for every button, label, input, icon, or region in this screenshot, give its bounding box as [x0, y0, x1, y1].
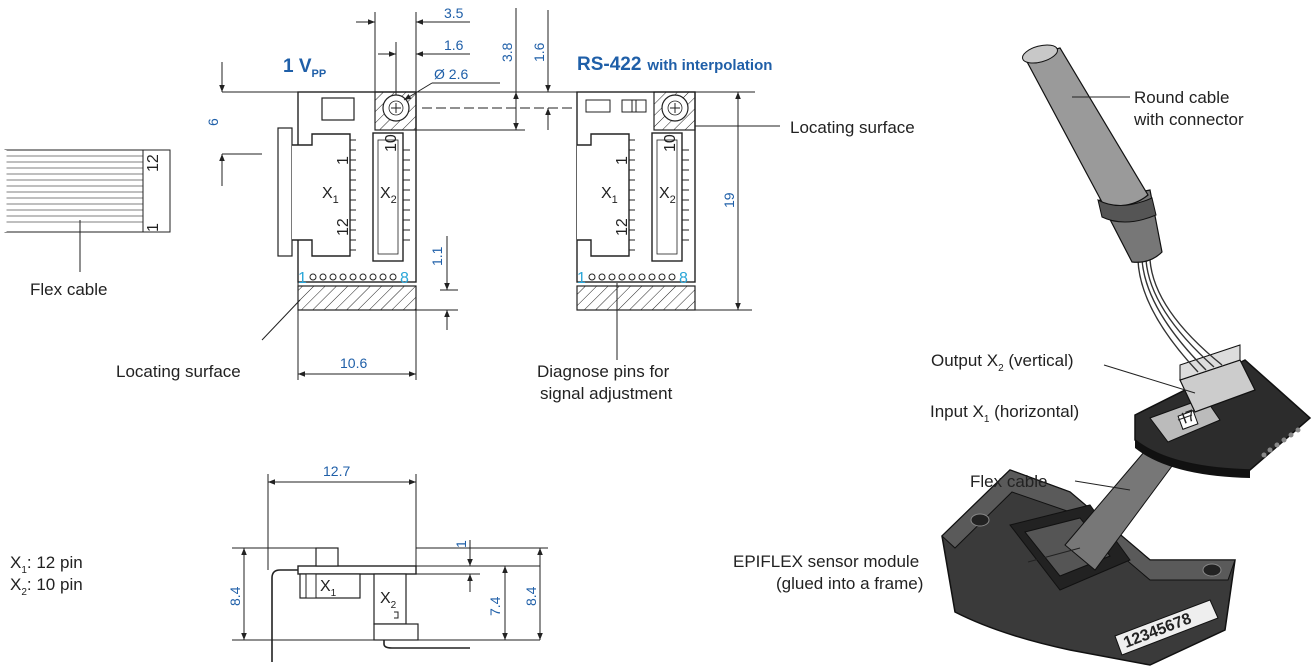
- b2-x2-pin10: 10: [662, 134, 679, 152]
- b1-x1-pin12: 12: [335, 218, 352, 236]
- label-locating-surface-bottom: Locating surface: [116, 362, 241, 381]
- b2-x1-pin12: 12: [614, 218, 631, 236]
- dim-3-5: 3.5: [444, 5, 464, 21]
- b1-x1-pin1: 1: [335, 156, 352, 165]
- label-flex-cable-left: Flex cable: [30, 280, 107, 299]
- side-x2-label: X2: [380, 590, 397, 611]
- dim-diameter: Ø 2.6: [434, 66, 468, 82]
- label-round-cable-2: with connector: [1133, 110, 1244, 129]
- b1-pin-8: 8: [400, 270, 409, 287]
- flex-pin-1: 1: [145, 223, 162, 232]
- dimension-lines-side: [232, 474, 548, 641]
- dim-8-4-left: 8.4: [227, 586, 243, 606]
- title-1vpp: 1 VPP: [283, 56, 326, 80]
- module-illustration: [941, 44, 1312, 666]
- label-diagnose-pins-1: Diagnose pins for: [537, 362, 670, 381]
- dim-1-1: 1.1: [429, 246, 445, 266]
- illustration-leaders: [1027, 96, 1196, 563]
- flex-cable-drawing: [3, 149, 171, 233]
- dimension-lines-top: [219, 8, 780, 380]
- b1-pin-1: 1: [298, 270, 307, 287]
- b2-x1-label: X1: [601, 185, 618, 206]
- side-view-drawing: [271, 547, 470, 662]
- b1-x2-pin10: 10: [383, 134, 400, 152]
- dim-3-8: 3.8: [499, 42, 515, 62]
- dim-1-6-right: 1.6: [531, 42, 547, 62]
- label-locating-surface-right: Locating surface: [790, 118, 915, 137]
- side-x1-label: X1: [320, 578, 337, 599]
- label-epiflex-1: EPIFLEX sensor module: [733, 552, 919, 571]
- label-epiflex-2: (glued into a frame): [776, 574, 923, 593]
- b2-x1-pin1: 1: [614, 156, 631, 165]
- dim-19: 19: [721, 192, 737, 208]
- dim-10-6: 10.6: [340, 355, 367, 371]
- dim-1: 1: [453, 540, 469, 548]
- label-input-x1: Input X1 (horizontal): [930, 402, 1079, 425]
- label-output-x2: Output X2 (vertical): [931, 351, 1074, 374]
- legend-x1: X1: 12 pin: [10, 553, 83, 576]
- flex-pin-12: 12: [145, 154, 162, 172]
- b2-pin-1: 1: [577, 270, 586, 287]
- dim-8-4-right: 8.4: [523, 586, 539, 606]
- b1-x1-label: X1: [322, 185, 339, 206]
- dim-7-4: 7.4: [487, 596, 503, 616]
- b2-pin-8: 8: [679, 270, 688, 287]
- label-flex-cable-right: Flex cable: [970, 472, 1047, 491]
- label-round-cable-1: Round cable: [1134, 88, 1229, 107]
- label-diagnose-pins-2: signal adjustment: [540, 384, 673, 403]
- dim-12-7: 12.7: [323, 463, 350, 479]
- dim-1-6-top: 1.6: [444, 37, 464, 53]
- legend-x2: X2: 10 pin: [10, 575, 83, 598]
- board-rs422: [576, 91, 696, 311]
- board-1vpp: [277, 91, 417, 311]
- module-chip: I7: [1180, 407, 1198, 428]
- dim-6: 6: [205, 118, 221, 126]
- b1-x2-label: X2: [380, 185, 397, 206]
- b2-x2-label: X2: [659, 185, 676, 206]
